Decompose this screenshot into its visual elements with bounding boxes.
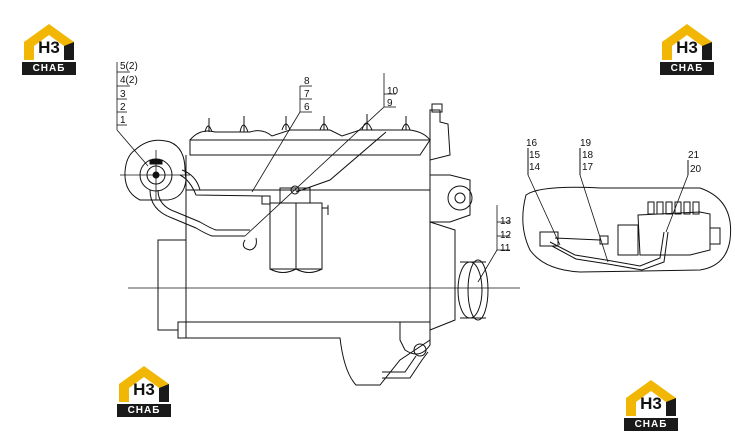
watermark-logo-bottom-right: H3 CHAБ	[622, 376, 680, 432]
watermark-logo-top-right: H3 CHAБ	[658, 20, 716, 76]
detail-view	[522, 148, 732, 273]
logo-mark: H3	[38, 38, 60, 57]
callout-detail-b-1: 18	[582, 150, 594, 161]
logo-brand: CHAБ	[624, 418, 678, 431]
leader-lines	[116, 62, 510, 283]
callout-detail-c-1: 20	[690, 164, 702, 175]
callout-detail-a-2: 14	[529, 162, 541, 173]
logo-mark: H3	[133, 380, 155, 399]
callout-left-0: 5(2)	[120, 61, 138, 72]
logo-brand: CHAБ	[22, 62, 76, 75]
callout-detail-b-2: 17	[582, 162, 594, 173]
callout-topmid-1: 7	[304, 89, 310, 100]
callout-right-0: 13	[500, 216, 512, 227]
fuel-pump-assembly	[120, 131, 387, 237]
callout-left-1: 4(2)	[120, 75, 138, 86]
watermark-logo-top-left: H3 CHAБ	[20, 20, 78, 76]
callout-topmid-0: 8	[304, 76, 310, 87]
callout-detail-a-1: 15	[529, 150, 541, 161]
callout-labels: 5(2) 4(2) 3 2 1 8 7 6 10 9 13 12 11 16 1…	[120, 61, 702, 254]
house-logo-icon	[24, 24, 74, 60]
callout-right-1: 12	[500, 230, 512, 241]
callout-topright-1: 9	[387, 98, 393, 109]
callout-left-3: 2	[120, 102, 126, 113]
callout-left-4: 1	[120, 115, 126, 126]
callout-right-2: 11	[500, 243, 511, 254]
callout-detail-a-0: 16	[526, 138, 538, 149]
house-logo-icon	[662, 24, 712, 60]
logo-mark: H3	[676, 38, 698, 57]
house-logo-icon	[626, 380, 676, 416]
callout-left-2: 3	[120, 89, 126, 100]
callout-topmid-2: 6	[304, 102, 310, 113]
callout-detail-c-0: 21	[688, 150, 700, 161]
house-logo-icon	[119, 366, 169, 402]
engine-block	[128, 103, 520, 386]
callout-detail-b-0: 19	[580, 138, 592, 149]
watermark-logo-bottom-left: H3 CHAБ	[115, 362, 173, 418]
callout-topright-0: 10	[387, 86, 399, 97]
logo-brand: CHAБ	[117, 404, 171, 417]
logo-mark: H3	[640, 394, 662, 413]
logo-brand: CHAБ	[660, 62, 714, 75]
